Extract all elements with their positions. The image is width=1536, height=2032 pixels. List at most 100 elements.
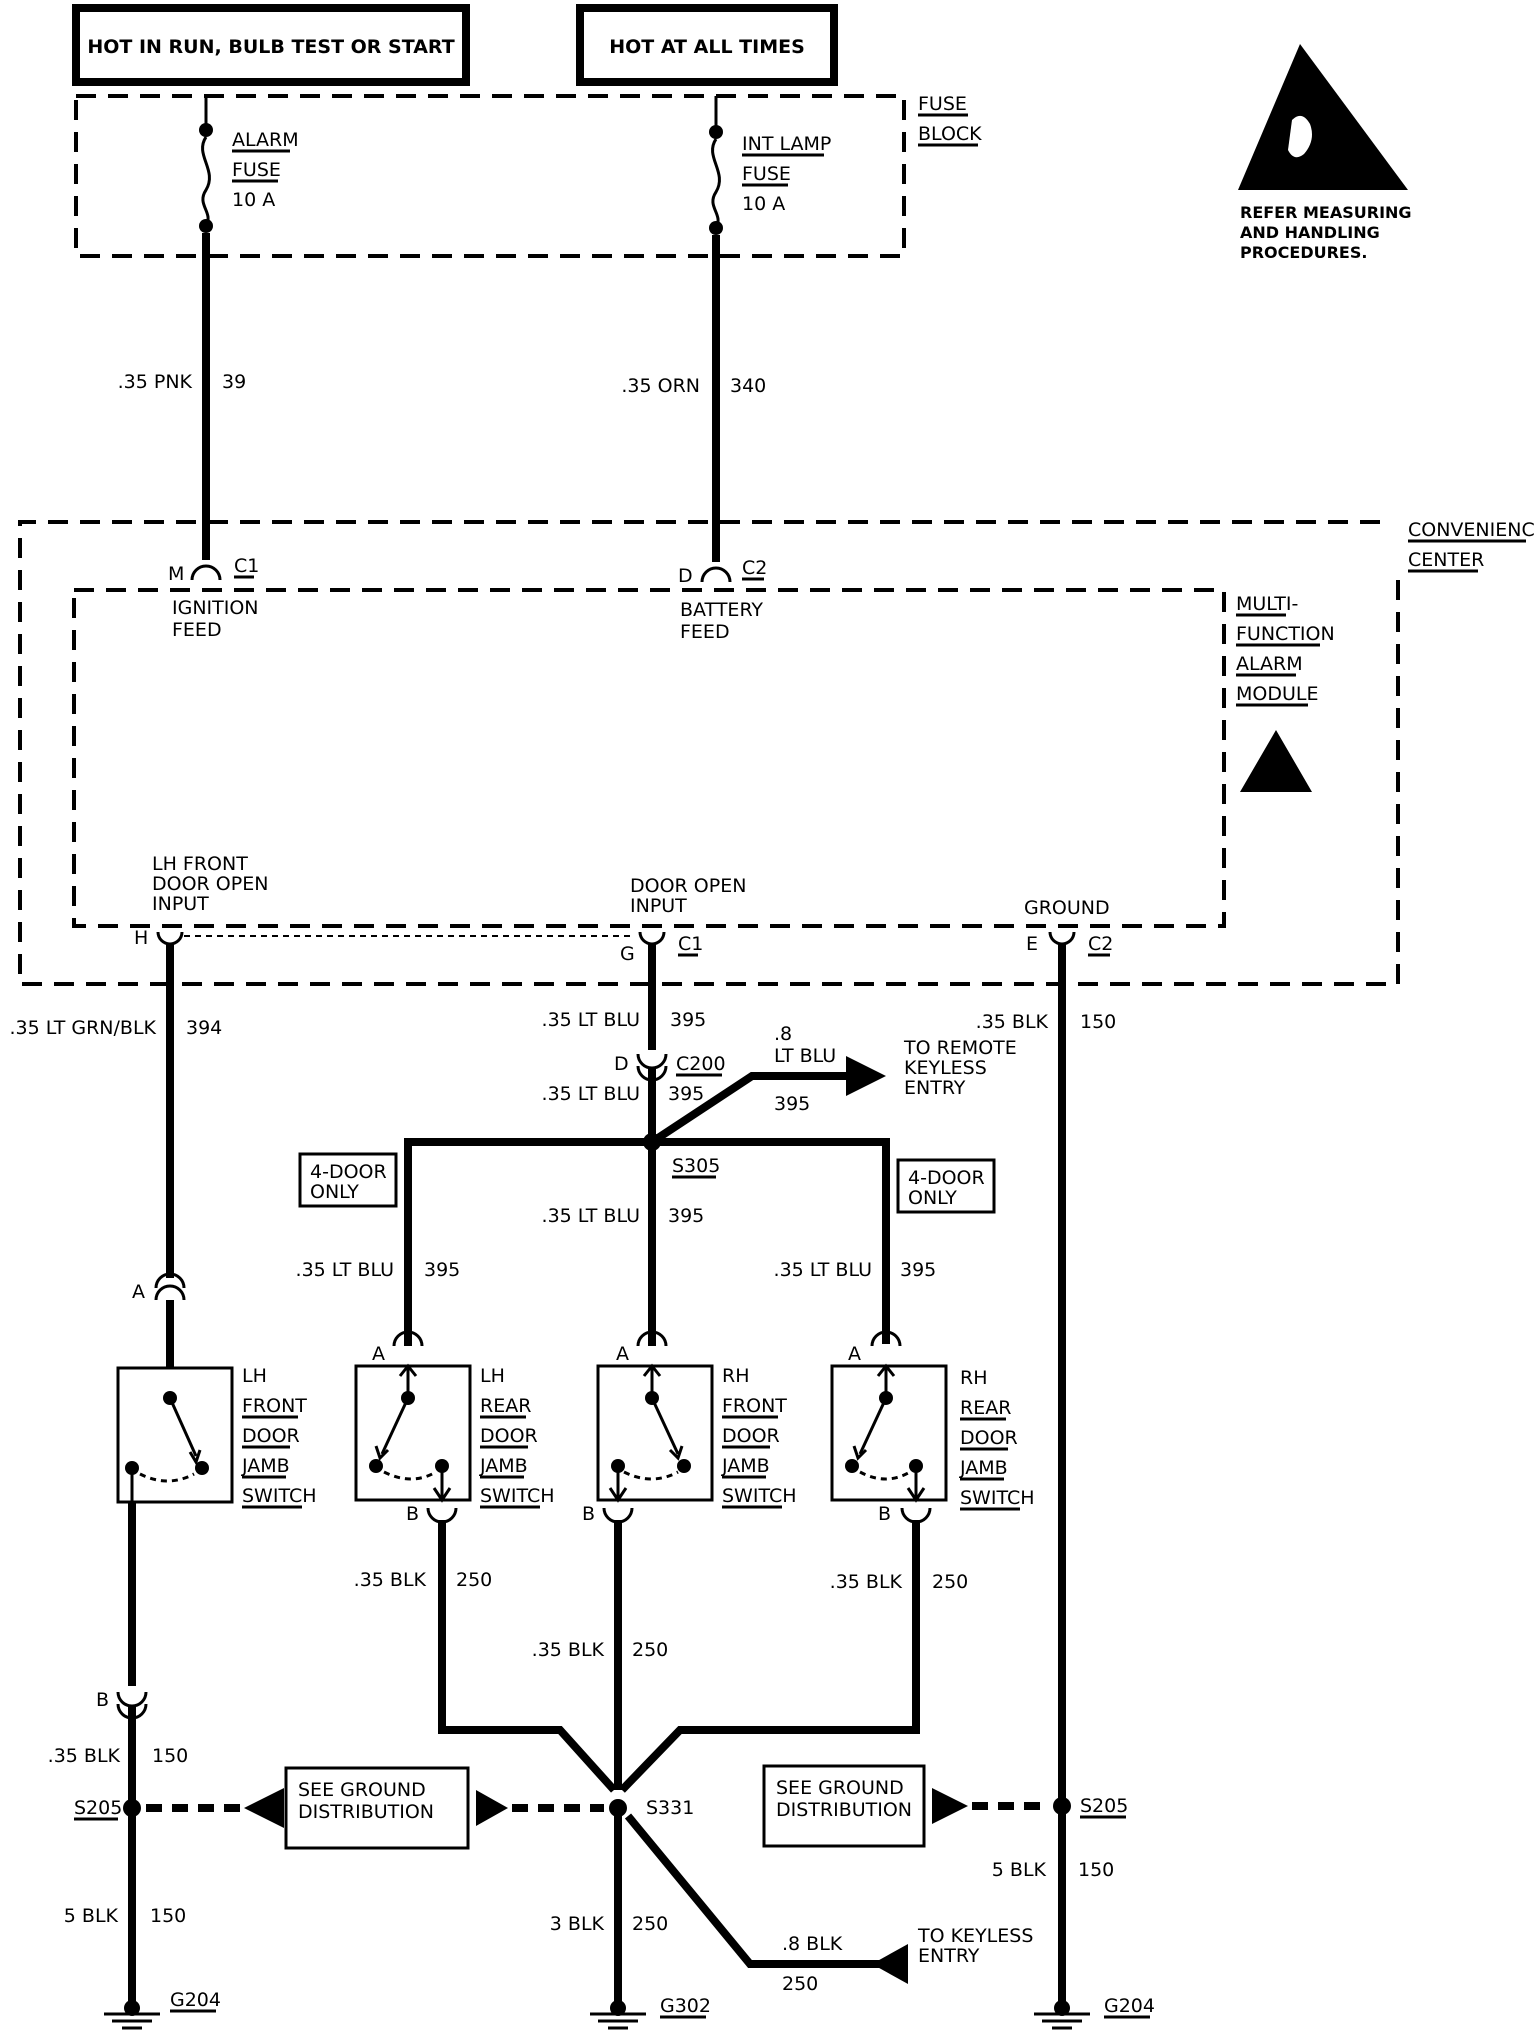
alarm-fuse: ALARM FUSE 10 A	[199, 96, 299, 233]
module-title-2: FUNCTION	[1236, 623, 1335, 645]
lh-front-switch-label-1: LH	[242, 1365, 267, 1387]
rh-front-switch-label-3: DOOR	[722, 1425, 780, 1447]
ground-dist-left-1: SEE GROUND	[298, 1779, 426, 1801]
wire-blk-8-250	[624, 1813, 886, 1968]
wire-blk5-circuit-right: 150	[1078, 1859, 1114, 1881]
lh-rear-switch-label-1: LH	[480, 1365, 505, 1387]
fuse-block-title-1: FUSE	[918, 93, 967, 115]
battery-feed-label-1: BATTERY	[680, 599, 763, 621]
switch-lh-front	[116, 1366, 234, 1504]
wire-blk150-gauge-1: .35 BLK	[48, 1745, 121, 1767]
wire-blk-250-rh-rear	[619, 1520, 920, 1793]
lh-rear-switch-label-2: REAR	[480, 1395, 531, 1417]
wire-ltgrn-gauge: .35 LT GRN/BLK	[10, 1017, 157, 1039]
four-door-only-right-2: ONLY	[908, 1187, 957, 1209]
splice-s205-left	[123, 1799, 141, 1817]
pin-d: D	[678, 565, 693, 587]
pin-g: G	[620, 943, 635, 965]
power-always-label: HOT AT ALL TIMES	[609, 36, 805, 58]
wire-ltblu-8-gauge: .8	[774, 1023, 792, 1045]
connector-b-lh-rear	[426, 1507, 458, 1524]
esd-notice-3: PROCEDURES.	[1240, 243, 1367, 262]
connector-b-rh-rear	[900, 1507, 932, 1524]
remote-keyless-1: TO REMOTE	[903, 1037, 1017, 1059]
rh-front-switch-label-4: JAMB	[721, 1455, 770, 1477]
pin-m: M	[168, 563, 184, 585]
s331-label: S331	[646, 1797, 694, 1819]
int-lamp-fuse-label-2: FUSE	[742, 163, 791, 185]
multi-function-alarm-module: MULTI- FUNCTION ALARM MODULE	[72, 588, 1335, 928]
wire-blk250-circuit-2: 250	[632, 1639, 668, 1661]
ignition-feed-label-1: IGNITION	[172, 597, 259, 619]
lh-front-input-1: LH FRONT	[152, 853, 248, 875]
esd-warning: REFER MEASURING AND HANDLING PROCEDURES.	[1238, 44, 1412, 262]
pin-a-lh-rear: A	[372, 1343, 385, 1365]
c200-pin: D	[614, 1053, 629, 1075]
wire-blk5-circuit-left: 150	[150, 1905, 186, 1927]
convenience-center-title-2: CENTER	[1408, 549, 1484, 571]
alarm-fuse-label-2: FUSE	[232, 159, 281, 181]
keyless-2: ENTRY	[918, 1945, 980, 1967]
wire-blk250-gauge-1: .35 BLK	[354, 1569, 427, 1591]
pin-b-rh-rear: B	[878, 1503, 891, 1525]
rh-front-switch-label-1: RH	[722, 1365, 750, 1387]
ground-g204-left: G204	[104, 1989, 221, 2030]
ground-g302: G302	[590, 1995, 711, 2030]
conn-e-c2: C2	[1088, 933, 1113, 955]
pin-b-lh-rear: B	[406, 1503, 419, 1525]
wire-blk-250-lh-rear	[438, 1520, 617, 1793]
rh-rear-switch-label-5: SWITCH	[960, 1487, 1035, 1509]
wire-ltblu-8-remote	[649, 1072, 846, 1146]
wire-blk250-circuit-1: 250	[456, 1569, 492, 1591]
c200-label: C200	[676, 1053, 726, 1075]
lh-front-input-2: DOOR OPEN	[152, 873, 268, 895]
power-source-always: HOT AT ALL TIMES	[576, 4, 838, 86]
g204-left-label: G204	[170, 1989, 221, 2011]
fuse-block: FUSE BLOCK	[74, 93, 982, 258]
arrow-right-icon	[932, 1788, 968, 1824]
wire-blk250-gauge-2: .35 BLK	[532, 1639, 605, 1661]
connector-b-lh-front	[116, 1691, 148, 1708]
ground-dist-right-2: DISTRIBUTION	[776, 1799, 912, 1821]
wire-blk150-gauge-2: .35 BLK	[976, 1011, 1049, 1033]
connector-lh-front-a	[154, 1272, 186, 1289]
s205-left-label: S205	[74, 1797, 122, 1819]
remote-keyless-2: KEYLESS	[904, 1057, 987, 1079]
pin-a-rh-front: A	[616, 1343, 629, 1365]
wire-pnk-circuit: 39	[222, 371, 246, 393]
wire-ltblu-gauge-1: .35 LT BLU	[542, 1009, 640, 1031]
power-run-label: HOT IN RUN, BULB TEST OR START	[87, 36, 454, 58]
wire-ltblu-8-circuit: 395	[774, 1093, 810, 1115]
lh-rear-switch-label-3: DOOR	[480, 1425, 538, 1447]
wire-orn-gauge: .35 ORN	[621, 375, 700, 397]
switch-rh-rear: A	[830, 1330, 948, 1503]
lh-rear-switch-label-5: SWITCH	[480, 1485, 555, 1507]
int-lamp-fuse-label-1: INT LAMP	[742, 133, 831, 155]
module-esd-icon	[1240, 730, 1312, 792]
connector-g	[638, 931, 666, 946]
switch-rh-front: A	[596, 1330, 714, 1503]
wire-blk8-gauge: .8 BLK	[782, 1933, 843, 1955]
s205-right-label: S205	[1080, 1795, 1128, 1817]
wire-orn-circuit: 340	[730, 375, 766, 397]
rh-rear-switch-label-4: JAMB	[959, 1457, 1008, 1479]
s305-label: S305	[672, 1155, 720, 1177]
power-source-run: HOT IN RUN, BULB TEST OR START	[72, 4, 470, 86]
four-door-only-left-1: 4-DOOR	[310, 1161, 387, 1183]
bus-s305	[404, 1138, 890, 1346]
lh-front-switch-label-5: SWITCH	[242, 1485, 317, 1507]
keyless-1: TO KEYLESS	[917, 1925, 1033, 1947]
wire-blk250-circuit-3: 250	[932, 1571, 968, 1593]
connector-h	[156, 931, 184, 946]
rh-front-switch-label-5: SWITCH	[722, 1485, 797, 1507]
pin-h: H	[134, 927, 148, 949]
pin-b-rh-front: B	[582, 1503, 595, 1525]
int-lamp-fuse-rating: 10 A	[742, 193, 785, 215]
wire-blk5-gauge-left: 5 BLK	[64, 1905, 119, 1927]
ground-distribution-left: SEE GROUND DISTRIBUTION	[284, 1766, 470, 1850]
convenience-center-title-1: CONVENIENCE	[1408, 519, 1536, 541]
wire-ltblu-gauge-5: .35 LT BLU	[774, 1259, 872, 1281]
pin-b-lh-front: B	[96, 1689, 109, 1711]
wire-blk3-circuit: 250	[632, 1913, 668, 1935]
